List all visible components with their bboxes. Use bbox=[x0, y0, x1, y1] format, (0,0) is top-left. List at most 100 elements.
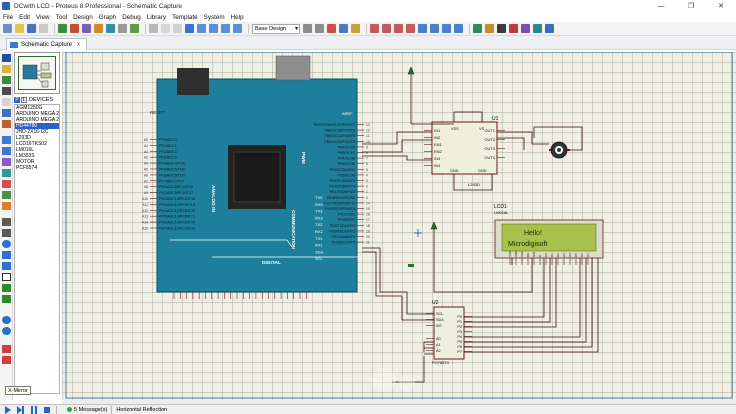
menu-view[interactable]: View bbox=[36, 13, 50, 21]
undo-icon[interactable] bbox=[303, 24, 312, 33]
search-tag-icon[interactable] bbox=[485, 24, 494, 33]
menu-graph[interactable]: Graph bbox=[98, 13, 117, 21]
menu-debug[interactable]: Debug bbox=[122, 13, 141, 21]
device-item[interactable]: L293D bbox=[16, 135, 31, 141]
block-rotate-icon[interactable] bbox=[394, 24, 403, 33]
junction-dot-icon[interactable] bbox=[2, 76, 11, 84]
tab-close-icon[interactable]: x bbox=[77, 41, 81, 48]
menu-help[interactable]: Help bbox=[230, 13, 244, 21]
minimize-button[interactable]: — bbox=[657, 2, 665, 10]
refresh-icon[interactable] bbox=[149, 24, 158, 33]
new-sheet-icon[interactable] bbox=[509, 24, 518, 33]
tab-schematic-capture[interactable]: Schematic Capture x bbox=[6, 38, 88, 50]
menu-edit[interactable]: Edit bbox=[19, 13, 31, 21]
horizontal-scrollbar[interactable] bbox=[62, 400, 736, 404]
cut-icon[interactable] bbox=[327, 24, 336, 33]
design-variant-select[interactable]: Base Design bbox=[252, 23, 300, 34]
y-mirror-icon[interactable] bbox=[2, 356, 11, 364]
2d-line-icon[interactable] bbox=[2, 218, 11, 226]
origin-icon[interactable] bbox=[173, 24, 182, 33]
generator-mode-icon[interactable] bbox=[2, 180, 11, 188]
home-icon[interactable] bbox=[3, 24, 12, 33]
pick-device-icon[interactable] bbox=[418, 24, 427, 33]
bom-icon[interactable] bbox=[118, 24, 127, 33]
redo-icon[interactable] bbox=[315, 24, 324, 33]
overview-window[interactable] bbox=[14, 52, 60, 94]
virtual-instruments-icon[interactable] bbox=[2, 202, 11, 210]
terminals-icon[interactable] bbox=[2, 136, 11, 144]
close-project-icon[interactable] bbox=[39, 24, 48, 33]
block-move-icon[interactable] bbox=[382, 24, 391, 33]
zoom-area-icon[interactable] bbox=[233, 24, 242, 33]
component-mode-icon[interactable] bbox=[2, 65, 11, 73]
schematic-canvas[interactable]: RESET AREF ANALOG IN PWM COMMUNICATION D… bbox=[62, 52, 736, 400]
zoom-out-icon[interactable] bbox=[209, 24, 218, 33]
x-mirror-icon[interactable] bbox=[2, 345, 11, 353]
devices-list[interactable]: AGM1250G ARDUINO MEGA 2 ARDUINO MEGA 2 H… bbox=[14, 104, 60, 394]
pick-devices-button[interactable]: P bbox=[14, 97, 20, 103]
open-folder-icon[interactable] bbox=[15, 24, 24, 33]
copy-icon[interactable] bbox=[339, 24, 348, 33]
selection-mode-icon[interactable] bbox=[2, 54, 11, 62]
graph-mode-icon[interactable] bbox=[2, 158, 11, 166]
rotate-anticlockwise-icon[interactable] bbox=[2, 327, 11, 335]
probe-mode-icon[interactable] bbox=[2, 191, 11, 199]
block-copy-icon[interactable] bbox=[370, 24, 379, 33]
menu-file[interactable]: File bbox=[3, 13, 14, 21]
messages-indicator[interactable]: 5 Message(s) bbox=[67, 407, 107, 413]
remove-sheet-icon[interactable] bbox=[521, 24, 530, 33]
2d-text-icon[interactable] bbox=[2, 273, 11, 281]
device-item[interactable]: JHD-2X16-I2C bbox=[16, 129, 49, 135]
device-item-selected[interactable]: HD44780 bbox=[15, 123, 59, 129]
stop-simulation-button[interactable] bbox=[42, 406, 52, 414]
device-item[interactable]: AGM1250G bbox=[16, 105, 43, 111]
toggle-grid-icon[interactable] bbox=[161, 24, 170, 33]
device-item[interactable]: LM016L bbox=[16, 147, 35, 153]
gerber-icon[interactable] bbox=[94, 24, 103, 33]
design-explorer-icon[interactable] bbox=[106, 24, 115, 33]
zoom-all-icon[interactable] bbox=[221, 24, 230, 33]
pause-simulation-button[interactable] bbox=[29, 405, 39, 414]
packaging-tool-icon[interactable] bbox=[442, 24, 451, 33]
paste-icon[interactable] bbox=[351, 24, 360, 33]
property-assignment-icon[interactable] bbox=[497, 24, 506, 33]
menu-template[interactable]: Template bbox=[172, 13, 198, 21]
2d-box-icon[interactable] bbox=[2, 229, 11, 237]
3d-viewer-icon[interactable] bbox=[82, 24, 91, 33]
menu-tool[interactable]: Tool bbox=[55, 13, 68, 21]
maximize-button[interactable]: ❐ bbox=[687, 3, 695, 10]
close-button[interactable]: ✕ bbox=[718, 3, 724, 10]
netlist-icon[interactable] bbox=[533, 24, 542, 33]
decompose-icon[interactable] bbox=[454, 24, 463, 33]
block-delete-icon[interactable] bbox=[406, 24, 415, 33]
pan-icon[interactable] bbox=[185, 24, 194, 33]
buses-icon[interactable] bbox=[2, 109, 11, 117]
text-script-icon[interactable] bbox=[2, 98, 11, 106]
device-item[interactable]: LM393S bbox=[16, 153, 35, 159]
rotate-clockwise-icon[interactable] bbox=[2, 316, 11, 324]
schematic-icon[interactable] bbox=[58, 24, 67, 33]
device-item[interactable]: MOTOR bbox=[16, 159, 35, 165]
wire-label-icon[interactable] bbox=[2, 87, 11, 95]
2d-markers-icon[interactable] bbox=[2, 295, 11, 303]
2d-circle-icon[interactable] bbox=[2, 240, 11, 248]
pcb-layout-icon[interactable] bbox=[70, 24, 79, 33]
menu-design[interactable]: Design bbox=[73, 13, 93, 21]
zoom-in-icon[interactable] bbox=[197, 24, 206, 33]
library-manager-button[interactable]: L bbox=[21, 97, 27, 103]
menu-library[interactable]: Library bbox=[146, 13, 167, 21]
2d-symbol-icon[interactable] bbox=[2, 284, 11, 292]
source-code-icon[interactable] bbox=[130, 24, 139, 33]
2d-arc-icon[interactable] bbox=[2, 251, 11, 259]
device-pins-icon[interactable] bbox=[2, 147, 11, 155]
save-icon[interactable] bbox=[27, 24, 36, 33]
device-item[interactable]: LCD16TKS02 bbox=[16, 141, 47, 147]
menu-system[interactable]: System bbox=[203, 13, 225, 21]
make-device-icon[interactable] bbox=[430, 24, 439, 33]
electrical-rule-check-icon[interactable] bbox=[545, 24, 554, 33]
wire-autorouter-icon[interactable] bbox=[473, 24, 482, 33]
2d-path-icon[interactable] bbox=[2, 262, 11, 270]
device-item[interactable]: PCF8574 bbox=[16, 165, 38, 171]
run-simulation-button[interactable] bbox=[3, 405, 13, 414]
step-simulation-button[interactable] bbox=[16, 405, 26, 414]
